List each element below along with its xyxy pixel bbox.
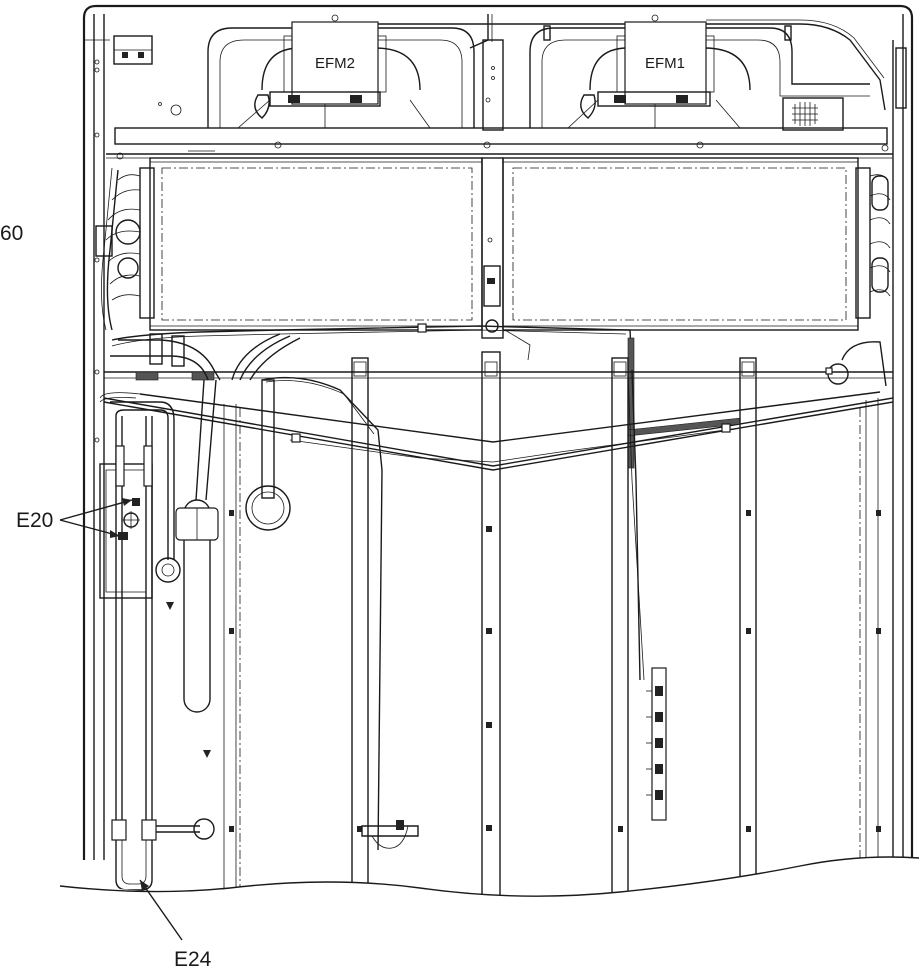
center-wire bbox=[261, 376, 419, 851]
fan-efm1: EFM1 bbox=[567, 14, 741, 129]
fan-label-efm1: EFM1 bbox=[645, 55, 685, 72]
vent-grille bbox=[782, 97, 844, 131]
fan-efm2: EFM2 bbox=[237, 14, 431, 129]
coil-panel-left bbox=[149, 157, 483, 331]
coil-panel-right bbox=[487, 157, 859, 331]
main-harness bbox=[111, 319, 635, 469]
fan-shroud-right bbox=[529, 27, 870, 128]
top-harness bbox=[378, 14, 907, 111]
callout-e24-label: E24 bbox=[174, 948, 212, 971]
coil-tubes-left bbox=[95, 167, 155, 319]
header-band bbox=[106, 127, 893, 160]
callout-60-label: 60 bbox=[0, 222, 23, 245]
center-post bbox=[482, 39, 504, 131]
left-piping bbox=[99, 167, 221, 891]
triangle-markers bbox=[166, 602, 211, 758]
cabinet-frame bbox=[82, 4, 914, 860]
callout-e24: E24 bbox=[139, 879, 212, 971]
lower-frame bbox=[99, 341, 894, 471]
break-line bbox=[0, 856, 919, 974]
callout-60: 60 bbox=[0, 222, 23, 245]
drain-pipe bbox=[245, 379, 291, 531]
coil-mid-post bbox=[481, 157, 504, 339]
coil-tubes-right bbox=[855, 167, 891, 319]
terminal-strip bbox=[627, 369, 667, 821]
callout-e20-label: E20 bbox=[16, 509, 53, 532]
fan-shroud-left bbox=[207, 27, 475, 128]
fan-label-efm2: EFM2 bbox=[315, 55, 355, 72]
callout-e20: E20 bbox=[16, 498, 133, 538]
